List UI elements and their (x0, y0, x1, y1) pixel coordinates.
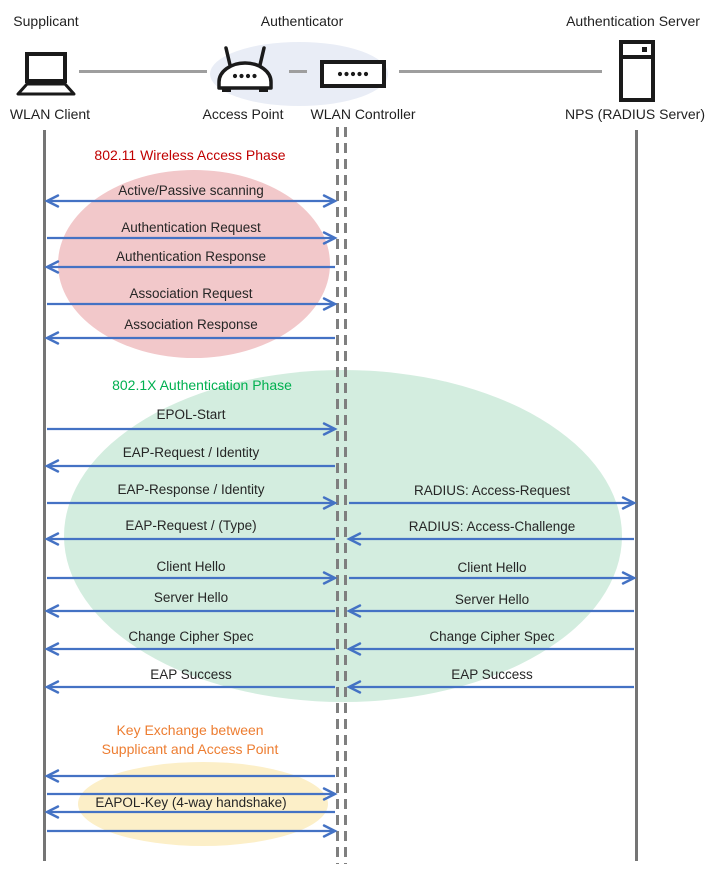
radius-server-lifeline (635, 130, 638, 861)
controller-server-connector (399, 70, 602, 73)
authenticator-lifeline-dash-1 (336, 127, 339, 864)
phase-key-exchange-title-line2: Supplicant and Access Point (101, 741, 279, 757)
wlan-controller-icon (320, 60, 386, 88)
client-ap-connector (79, 70, 207, 73)
auth-server-role-label: Authentication Server (566, 13, 700, 29)
phase-key-exchange-title-line1: Key Exchange between (116, 722, 264, 738)
laptop-icon (16, 52, 76, 96)
supplicant-role-label: Supplicant (13, 13, 79, 29)
wlan-controller-label: WLAN Controller (310, 106, 416, 122)
access-point-label: Access Point (202, 106, 284, 122)
nps-label: NPS (RADIUS Server) (564, 106, 706, 122)
ap-controller-connector (289, 70, 307, 73)
phase-8021x-title: 802.1X Authentication Phase (112, 377, 292, 393)
phase-80211-title: 802.11 Wireless Access Phase (94, 147, 286, 163)
authenticator-role-label: Authenticator (260, 13, 344, 29)
phase-8021x-ellipse (64, 370, 622, 702)
wlan-client-lifeline (43, 130, 46, 861)
authenticator-lifeline-dash-2 (344, 127, 347, 864)
wlan-client-label: WLAN Client (9, 106, 91, 122)
access-point-icon (217, 46, 273, 92)
server-icon (619, 40, 655, 102)
